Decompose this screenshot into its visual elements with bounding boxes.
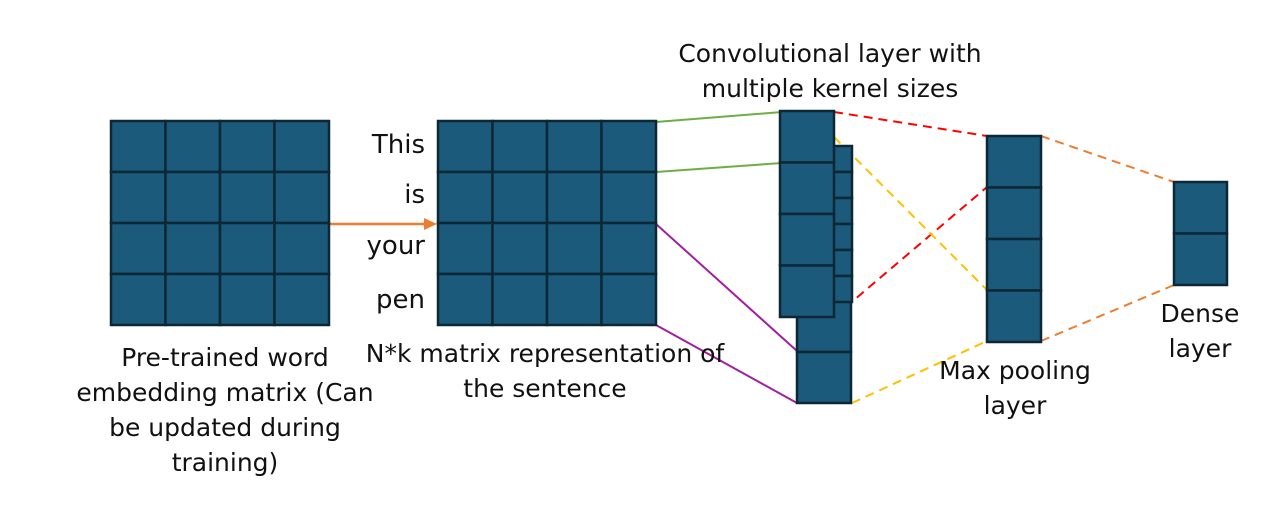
embedding-matrix-cell <box>164 272 222 327</box>
kernel-connector-line <box>655 111 783 123</box>
conv-kernel-1 <box>778 109 836 319</box>
embedding-label-line-4: training) <box>171 448 279 477</box>
connection-lines <box>330 111 1175 404</box>
embedding-matrix-cell <box>109 170 167 225</box>
sentence-matrix-cell <box>436 170 494 225</box>
dense-layer-cell <box>1172 180 1229 235</box>
sentence-matrix-cell <box>491 272 549 327</box>
kernel-connector-line <box>655 162 783 173</box>
pooling-connector-line <box>833 186 988 318</box>
dense-layer-label: Dense layer <box>1140 296 1260 366</box>
embedding-matrix-cell <box>109 119 167 174</box>
dense-connector-line <box>1040 284 1175 342</box>
sentence-matrix-cell <box>436 221 494 276</box>
sentence-matrix-cell <box>436 272 494 327</box>
sentence-matrix-cell <box>600 119 658 174</box>
conv-kernel-1-cell <box>778 212 836 267</box>
embedding-matrix <box>109 119 331 327</box>
sentence-matrix-cell <box>545 170 603 225</box>
conv-layer-label: Convolutional layer with multiple kernel… <box>640 36 1020 106</box>
sentence-word-pen: pen <box>376 285 425 315</box>
conv-label-line-2: multiple kernel sizes <box>701 74 959 103</box>
embedding-label-line-3: be updated during <box>109 413 341 442</box>
pooling-connector-line <box>833 111 988 137</box>
conv-kernel-1-cell <box>778 109 836 164</box>
embedding-label-line-1: Pre-trained word <box>121 343 329 372</box>
sentence-matrix-cell <box>600 272 658 327</box>
sentence-label-line-1: N*k matrix representation of <box>365 339 725 368</box>
sentence-matrix <box>436 119 658 327</box>
max-pooling-label: Max pooling layer <box>915 353 1115 423</box>
embedding-matrix-cell <box>109 221 167 276</box>
sentence-matrix-cell <box>491 170 549 225</box>
embedding-matrix-label: Pre-trained word embedding matrix (Can b… <box>60 340 390 480</box>
embedding-matrix-cell <box>273 221 331 276</box>
embedding-label-line-2: embedding matrix (Can <box>76 378 374 407</box>
dense-line-1: Dense <box>1160 299 1240 328</box>
pooling-connector-line <box>851 340 988 404</box>
sentence-word-your: your <box>366 231 425 261</box>
conv-kernel-3-cell <box>795 350 853 405</box>
max-pooling-layer-cell <box>985 186 1043 241</box>
dense-line-2: layer <box>1168 334 1232 363</box>
max-pooling-layer-cell <box>985 237 1043 292</box>
conv-kernel-1-cell <box>778 264 836 319</box>
max-pooling-layer-cell <box>985 289 1043 344</box>
embedding-matrix-cell <box>164 221 222 276</box>
dense-connector-line <box>1040 135 1175 183</box>
sentence-word-this: This <box>371 130 425 160</box>
max-pooling-line-2: layer <box>983 391 1047 420</box>
conv-label-line-1: Convolutional layer with <box>678 39 982 68</box>
embedding-matrix-cell <box>218 272 276 327</box>
sentence-matrix-label: N*k matrix representation of the sentenc… <box>345 336 745 406</box>
max-pooling-layer <box>985 134 1043 344</box>
sentence-matrix-cell <box>436 119 494 174</box>
embedding-matrix-cell <box>218 221 276 276</box>
embedding-matrix-cell <box>218 170 276 225</box>
embedding-matrix-cell <box>273 272 331 327</box>
dense-layer <box>1172 180 1229 287</box>
embedding-matrix-cell <box>273 170 331 225</box>
pooling-connector-line <box>833 136 988 291</box>
sentence-matrix-cell <box>545 272 603 327</box>
sentence-matrix-cell <box>545 221 603 276</box>
max-pooling-line-1: Max pooling <box>939 356 1091 385</box>
dense-layer-cell <box>1172 232 1229 287</box>
arrow-head-icon <box>424 218 437 230</box>
sentence-matrix-cell <box>600 221 658 276</box>
sentence-matrix-cell <box>491 221 549 276</box>
sentence-label-line-2: the sentence <box>463 374 627 403</box>
sentence-matrix-cell <box>491 119 549 174</box>
embedding-matrix-cell <box>164 119 222 174</box>
conv-kernel-1-cell <box>778 161 836 216</box>
sentence-word-is: is <box>404 180 425 210</box>
blocks <box>109 109 1229 405</box>
kernel-connector-line <box>655 223 798 352</box>
sentence-matrix-cell <box>600 170 658 225</box>
embedding-matrix-cell <box>109 272 167 327</box>
embedding-matrix-cell <box>218 119 276 174</box>
max-pooling-layer-cell <box>985 134 1043 189</box>
sentence-matrix-cell <box>545 119 603 174</box>
kernel-connector-line <box>655 324 798 404</box>
embedding-matrix-cell <box>164 170 222 225</box>
